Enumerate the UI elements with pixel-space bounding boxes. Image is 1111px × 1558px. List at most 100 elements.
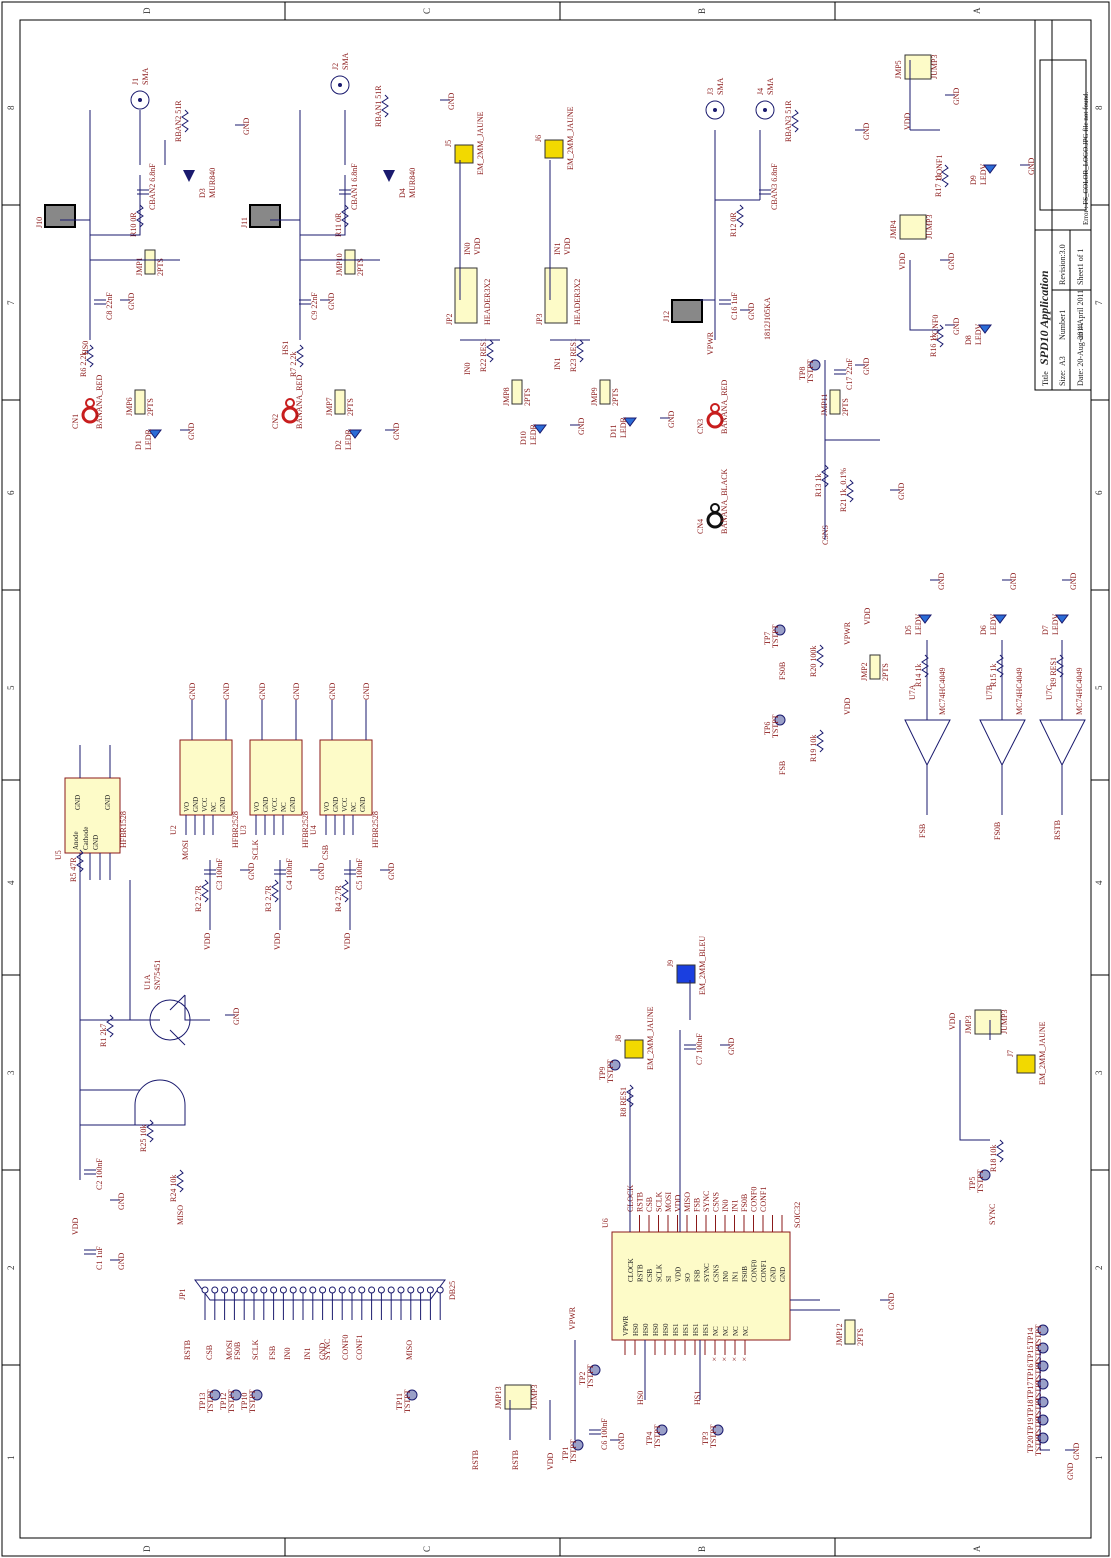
j12-ref: J12 bbox=[662, 311, 671, 322]
r17-label: R17 1k bbox=[934, 174, 943, 197]
gnd-symbol-label: GND bbox=[617, 1432, 626, 1450]
jp1-ref: JP1 bbox=[178, 1288, 187, 1300]
tp14-ref: TP14 bbox=[1026, 1328, 1035, 1345]
u6-pin-label: VPWR bbox=[622, 1315, 630, 1336]
jmp13 bbox=[504, 1384, 532, 1410]
d6-led-part: LEDV bbox=[989, 613, 998, 635]
net-fsb-tp6: FSB bbox=[778, 761, 787, 775]
u6-pin-label: HS0 bbox=[642, 1323, 650, 1336]
u6-pin-label: NC bbox=[712, 1326, 720, 1336]
u5-body bbox=[64, 777, 121, 854]
db25-pin bbox=[279, 1286, 287, 1294]
zone-number-right: 7 bbox=[1094, 300, 1104, 305]
sheet-inner-border bbox=[19, 19, 1092, 1539]
jmp2 bbox=[869, 654, 881, 680]
net-vdd-c1: VDD bbox=[71, 1217, 80, 1235]
zone-number-right: 4 bbox=[1094, 880, 1104, 885]
tp13-ref: TP13 bbox=[198, 1393, 207, 1410]
r5 bbox=[76, 849, 84, 873]
tp1 bbox=[572, 1439, 584, 1451]
c6-label: C6 100nF bbox=[600, 1418, 609, 1450]
u6-pin-label: SI bbox=[665, 1275, 673, 1282]
u6-net-label: CONF1 bbox=[759, 1187, 768, 1212]
zone-number-left: 1 bbox=[6, 1456, 16, 1461]
j8-pin-ref: J8 bbox=[614, 1035, 623, 1042]
hfbr-pin-label: VCC bbox=[271, 797, 279, 812]
d5-led-ref: D5 bbox=[904, 625, 913, 635]
u6-pin-label: CSB bbox=[646, 1268, 654, 1282]
net-rstb-b: RSTB bbox=[511, 1450, 520, 1470]
r23-label: R23 RES1 bbox=[569, 338, 578, 372]
hfbr-gnd: GND bbox=[362, 682, 371, 700]
jmp6 bbox=[134, 389, 146, 415]
hfbr-gnd: GND bbox=[258, 682, 267, 700]
r21 bbox=[846, 479, 854, 503]
d2-led-part: LEDR bbox=[344, 428, 353, 450]
u5-pin-gnd3: GND bbox=[74, 795, 82, 810]
jmp8-ref: JMP8 bbox=[502, 387, 511, 406]
c3-label: C3 100nF bbox=[215, 858, 224, 890]
r5-label: R5 47R bbox=[69, 857, 78, 882]
tp11-part: TSTPT bbox=[403, 1389, 412, 1413]
tp8-part: TSTPT bbox=[806, 359, 815, 383]
r11-label: R11 0R bbox=[334, 212, 343, 237]
tp5 bbox=[979, 1169, 991, 1181]
u7c-part: MC74HC4049 bbox=[1075, 667, 1084, 715]
tp14-part: TSTPT bbox=[1034, 1324, 1043, 1348]
db25-pin bbox=[417, 1286, 425, 1294]
j9-pin-part: EM_2MM_BLEU bbox=[698, 936, 707, 995]
r16-label: R16 1k bbox=[929, 334, 938, 357]
gnd-symbol-label: GND bbox=[232, 1007, 241, 1025]
tp10-ref: TP10 bbox=[240, 1393, 249, 1410]
db25-pin bbox=[289, 1286, 297, 1294]
cn1-banana-ref: CN1 bbox=[71, 414, 80, 429]
net-hs1-u6: HS1 bbox=[693, 1391, 702, 1405]
j2-sma-pin bbox=[338, 83, 342, 87]
zone-letter-bottom: C bbox=[422, 1546, 432, 1552]
r2-label: R2 2.7R bbox=[194, 885, 203, 912]
u6-pin-label: HS0 bbox=[652, 1323, 660, 1336]
tp20-ref: TP20 bbox=[1026, 1436, 1035, 1453]
u7a-ref: U7A bbox=[908, 684, 917, 700]
tp9-ref: TP9 bbox=[598, 1067, 607, 1080]
u6-pin-label: FSB bbox=[694, 1269, 702, 1282]
net-vdd-jmp5: VDD bbox=[903, 112, 912, 130]
db25-pin bbox=[299, 1286, 307, 1294]
u6-pin-label: NC bbox=[742, 1326, 750, 1336]
jmp10-ref: JMP10 bbox=[335, 253, 344, 276]
tp9 bbox=[609, 1059, 621, 1071]
j4-sma-ref: J4 bbox=[756, 88, 765, 95]
tp2-part: TSTPT bbox=[586, 1364, 595, 1388]
u7c-ref: U7C bbox=[1045, 685, 1054, 700]
db25-pin bbox=[328, 1286, 336, 1294]
jp2-net-in0: IN0 bbox=[463, 243, 472, 255]
jp3-header bbox=[544, 267, 568, 324]
r14 bbox=[921, 654, 929, 678]
cn1-banana-tip bbox=[85, 398, 95, 408]
file-label: on 4 April 2011 bbox=[1076, 290, 1085, 340]
gnd-symbol-label: GND bbox=[862, 122, 871, 140]
tp3-ref: TP3 bbox=[701, 1432, 710, 1445]
r14-label: R14 1k bbox=[914, 664, 923, 687]
tp15-part: TSTPT bbox=[1034, 1342, 1043, 1366]
u6-net-label: CSNS bbox=[712, 1192, 721, 1212]
gnd-symbol-label: GND bbox=[897, 482, 906, 500]
zone-letter-bottom: A bbox=[972, 1545, 982, 1552]
d10-led bbox=[533, 424, 547, 434]
r6-label: R6 2.2k bbox=[79, 352, 88, 377]
db25-pin bbox=[270, 1286, 278, 1294]
tp14 bbox=[1037, 1324, 1049, 1336]
u6-pin-label: IN0 bbox=[722, 1271, 730, 1282]
cn3-banana-ref: CN3 bbox=[696, 419, 705, 434]
db25-pin bbox=[250, 1286, 258, 1294]
c16-label: C16 1uF bbox=[730, 292, 739, 320]
jmp5-part: JUMP3 bbox=[930, 55, 939, 79]
u5-pin-gnd2: GND bbox=[104, 795, 112, 810]
tp6-ref: TP6 bbox=[763, 722, 772, 735]
r20 bbox=[816, 644, 824, 668]
net-hs0-left: HS0 bbox=[81, 341, 90, 355]
u7a-inverter bbox=[904, 719, 951, 767]
gnd-symbol-label: GND bbox=[242, 117, 251, 135]
date-label: Date: 20-Aug-2014 bbox=[1076, 324, 1085, 386]
u6-pin-label: IN1 bbox=[732, 1271, 740, 1282]
